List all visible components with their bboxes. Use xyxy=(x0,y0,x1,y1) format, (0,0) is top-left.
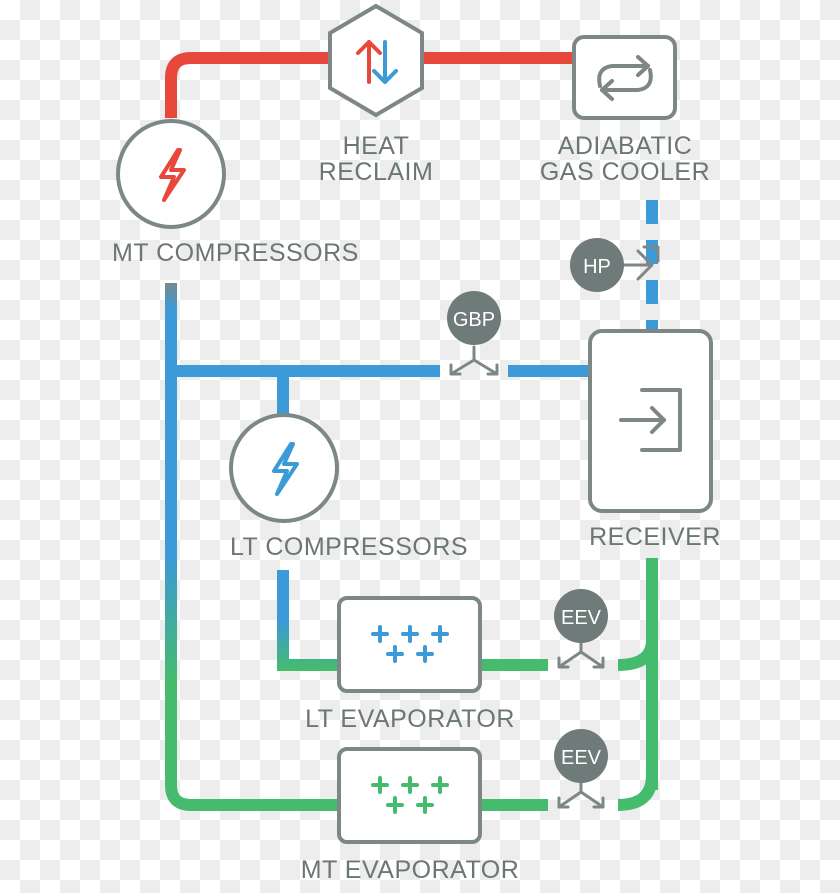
gas-cooler-label-line1: ADIABATIC xyxy=(557,132,693,160)
mt-suction-line xyxy=(165,283,345,811)
sign-in-arrow-icon xyxy=(619,388,682,452)
plus-cluster-icon xyxy=(371,776,449,814)
eev-lt-valve: EEV xyxy=(554,589,608,669)
gas-cooler-label-line2: GAS COOLER xyxy=(539,158,711,186)
lightning-bolt-icon xyxy=(159,148,186,202)
mt-compressors-unit xyxy=(116,119,226,229)
lt-evaporator-label: LT EVAPORATOR xyxy=(305,705,515,733)
eev-mt-valve: EEV xyxy=(554,729,608,809)
mt-evaporator-label: MT EVAPORATOR xyxy=(300,856,520,884)
mt-liquid-branch xyxy=(617,774,658,811)
lt-suction-line xyxy=(277,570,345,671)
lt-compressors-label: LT COMPRESSORS xyxy=(230,533,469,561)
receiver-unit xyxy=(588,329,713,513)
lt-liquid-branch xyxy=(617,639,658,671)
hp-valve-label: HP xyxy=(583,256,611,278)
cycle-arrows-icon xyxy=(597,55,653,101)
heat-reclaim-label: HEAT RECLAIM xyxy=(300,133,452,185)
heat-reclaim-label-line1: HEAT xyxy=(342,132,410,160)
heat-reclaim-label-line2: RECLAIM xyxy=(318,158,434,186)
eev-lt-valve-label: EEV xyxy=(561,607,602,629)
gbp-valve: GBP xyxy=(447,291,501,376)
receiver-label: RECEIVER xyxy=(589,523,721,551)
hp-valve: HP xyxy=(570,238,660,292)
gas-cooler-unit xyxy=(572,35,677,120)
plus-cluster-icon xyxy=(371,625,449,663)
gas-cooler-label: ADIABATIC GAS COOLER xyxy=(518,133,732,185)
arrows-up-down-icon xyxy=(356,40,398,84)
heat-reclaim-unit xyxy=(328,3,424,118)
lt-evaporator-unit xyxy=(337,596,482,693)
lightning-bolt-icon xyxy=(272,442,299,496)
mt-compressors-label: MT COMPRESSORS xyxy=(112,239,359,267)
lt-compressors-unit xyxy=(229,413,339,523)
mt-evaporator-unit xyxy=(337,747,482,844)
discharge-line xyxy=(165,52,600,118)
eev-mt-valve-label: EEV xyxy=(561,747,602,769)
gbp-valve-label: GBP xyxy=(453,309,495,331)
